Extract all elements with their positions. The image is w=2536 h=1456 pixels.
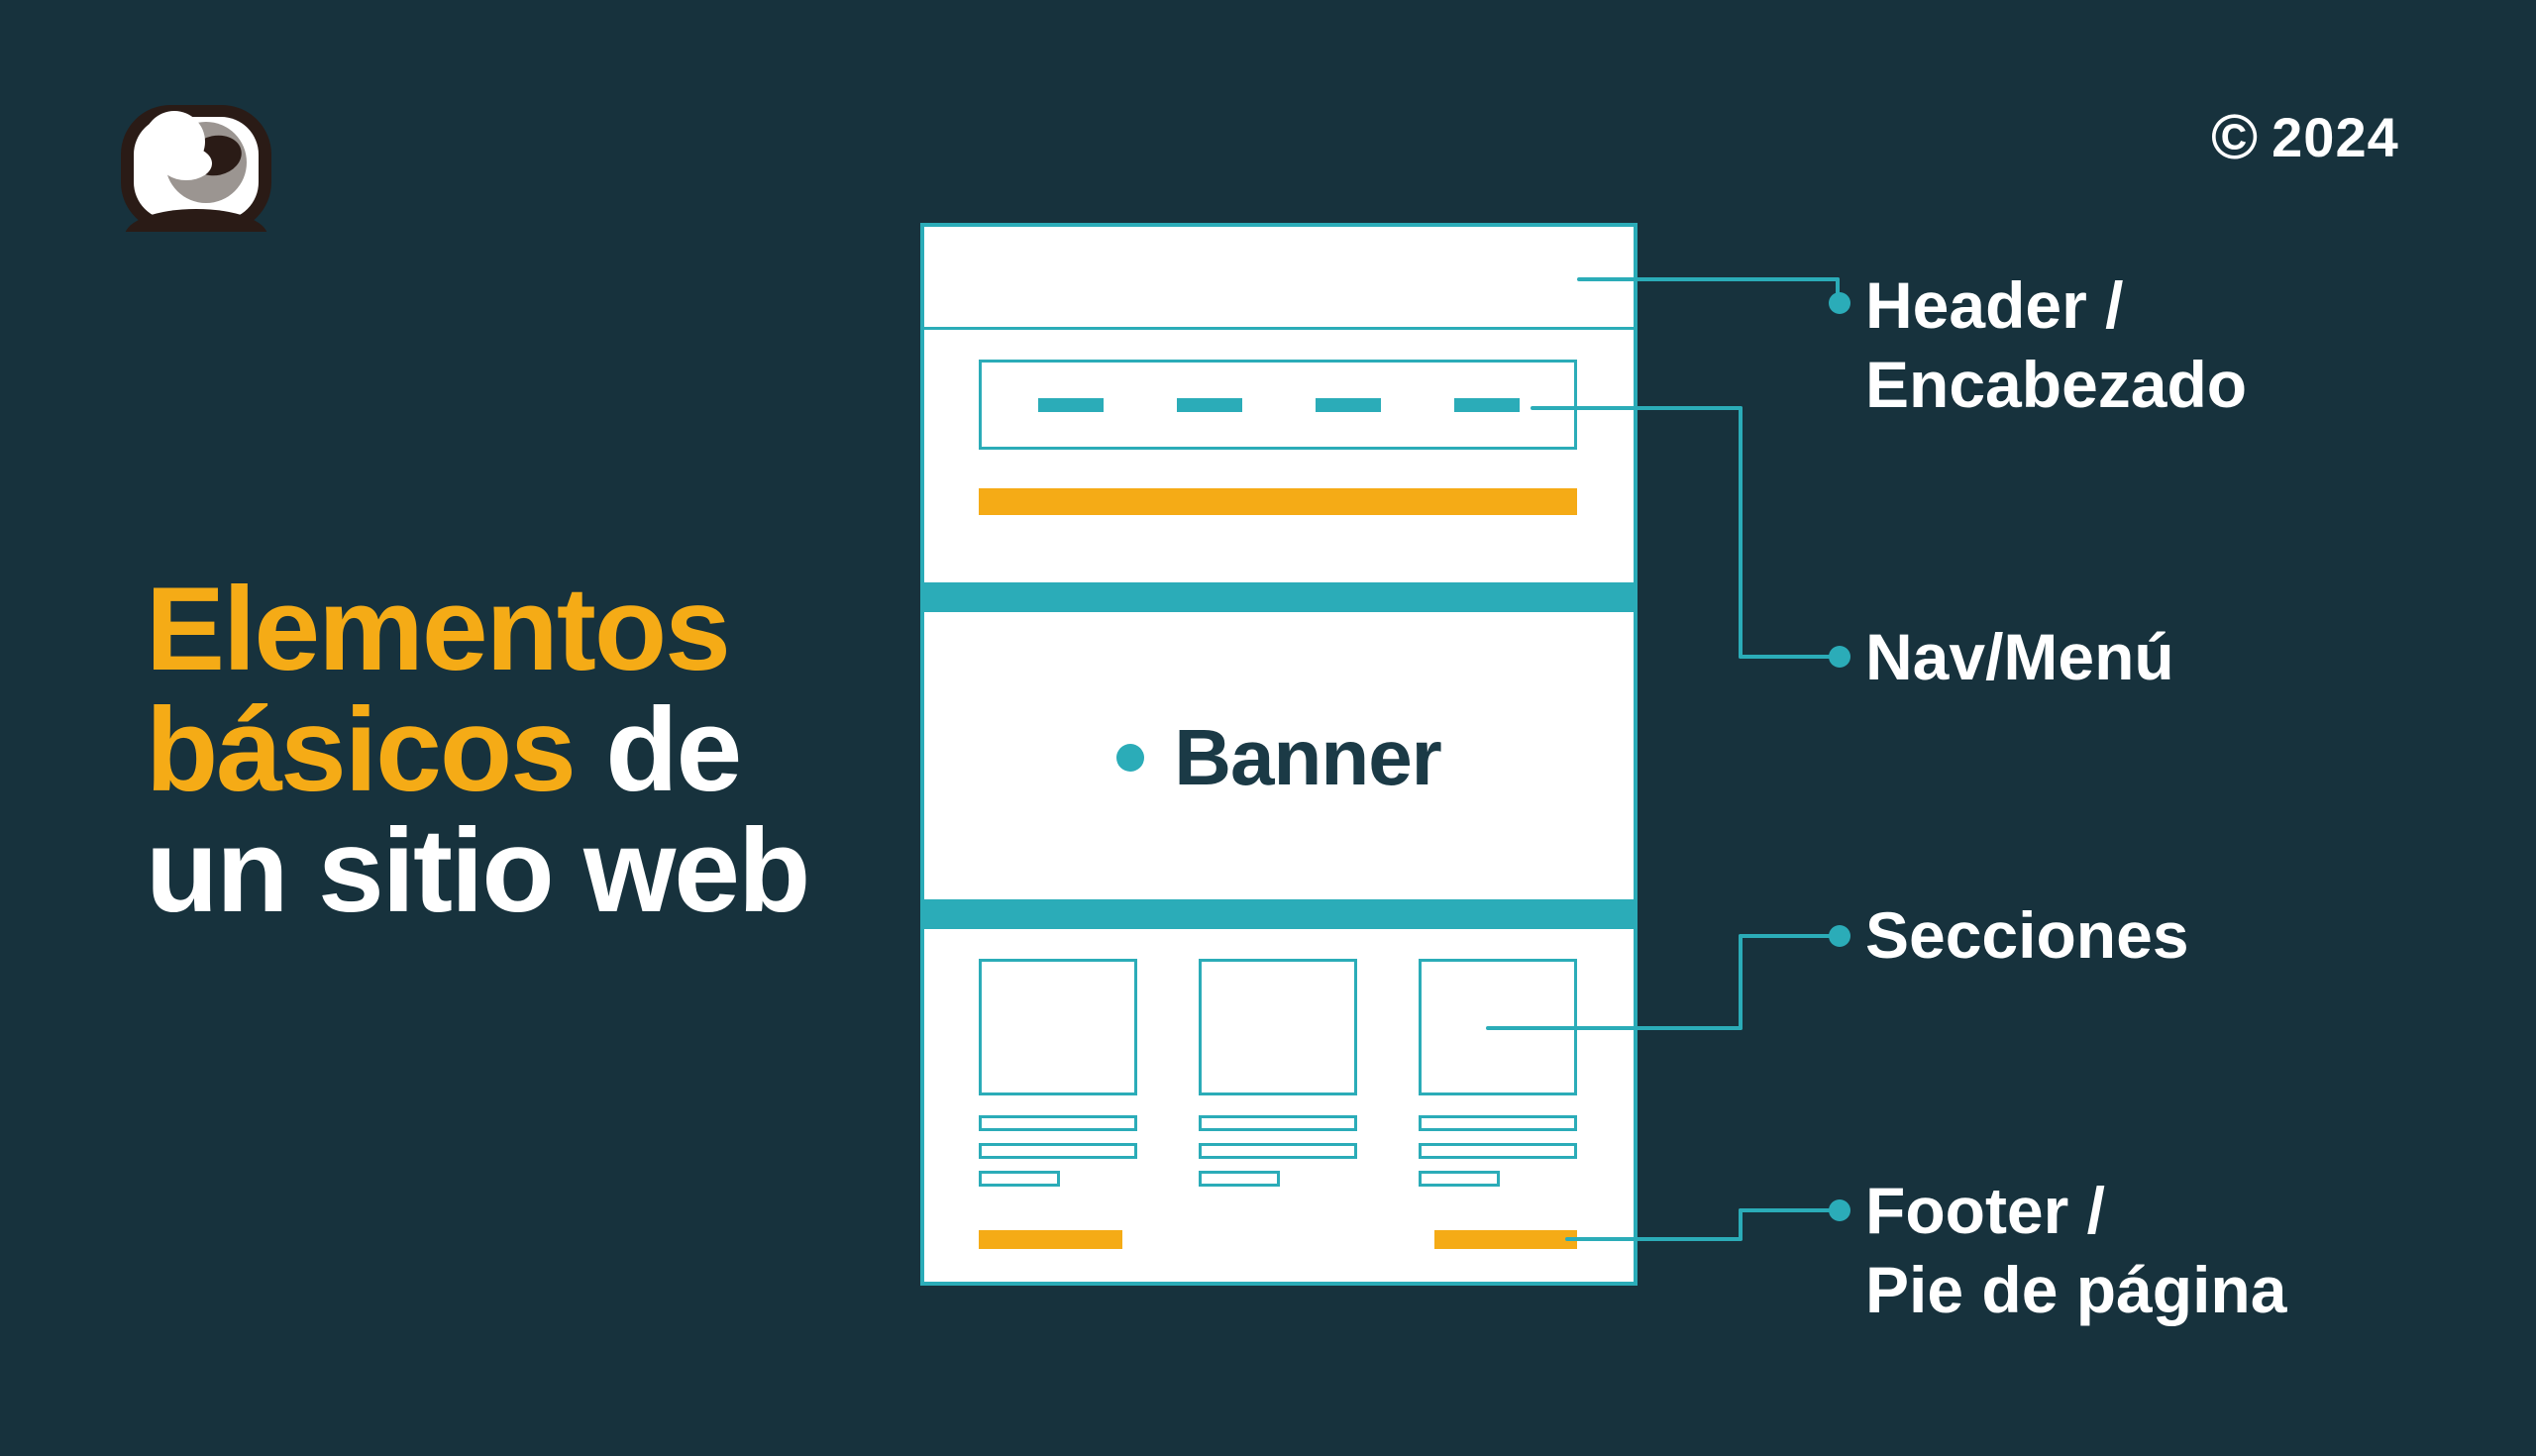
- wireframe-header-divider: [924, 327, 1634, 330]
- website-wireframe: Banner: [920, 223, 1638, 1286]
- title-line-2: básicos de: [146, 683, 742, 816]
- wireframe-text-line-placeholder: [979, 1115, 1137, 1131]
- page-title: Elementos básicos de un sitio web: [146, 563, 810, 937]
- nav-connector-line: [1739, 406, 1743, 659]
- wireframe-text-line-placeholder: [1199, 1143, 1357, 1159]
- annotation-nav-line-1: Nav/Menú: [1865, 620, 2174, 693]
- connector-dot: [1829, 292, 1850, 314]
- banner-label: Banner: [1174, 713, 1442, 801]
- wireframe-nav-bar: [979, 360, 1577, 450]
- wireframe-text-line-placeholder: [1419, 1115, 1577, 1131]
- nav-menu-item-placeholder: [1177, 398, 1242, 412]
- annotation-nav: Nav/Menú: [1865, 617, 2174, 696]
- wireframe-footer-button-placeholder: [1434, 1230, 1577, 1249]
- copyright-year: 2024: [2272, 105, 2399, 168]
- copyright: © 2024: [2211, 105, 2399, 168]
- wireframe-banner-area: Banner: [924, 704, 1634, 811]
- annotation-footer: Footer / Pie de página: [1865, 1171, 2286, 1329]
- title-line-1: Elementos: [146, 563, 731, 695]
- wireframe-section-image-placeholder: [1199, 959, 1357, 1095]
- wireframe-banner-top-band: [920, 582, 1638, 612]
- nav-menu-item-placeholder: [1038, 398, 1104, 412]
- wireframe-text-line-short-placeholder: [1199, 1171, 1280, 1187]
- footer-connector-line: [1565, 1237, 1743, 1241]
- bullet-dot-icon: [1116, 744, 1145, 772]
- annotation-header: Header / Encabezado: [1865, 265, 2247, 424]
- annotation-footer-line-2: Pie de página: [1865, 1253, 2287, 1326]
- wireframe-text-line-placeholder: [1419, 1143, 1577, 1159]
- wireframe-highlight-bar: [979, 488, 1577, 515]
- sections-connector-line: [1739, 934, 1743, 1030]
- title-line-3: un sitio web: [146, 804, 810, 937]
- wireframe-text-line-placeholder: [1199, 1115, 1357, 1131]
- wireframe-footer-button-placeholder: [979, 1230, 1122, 1249]
- nav-menu-item-placeholder: [1454, 398, 1520, 412]
- header-connector-line: [1577, 277, 1840, 281]
- sections-connector-line: [1739, 934, 1832, 938]
- wireframe-text-line-short-placeholder: [979, 1171, 1060, 1187]
- connector-dot: [1829, 1199, 1850, 1221]
- copyright-icon: ©: [2211, 101, 2259, 172]
- wireframe-text-line-placeholder: [979, 1143, 1137, 1159]
- footer-connector-line: [1739, 1208, 1743, 1241]
- connector-dot: [1829, 925, 1850, 947]
- annotation-header-line-2: Encabezado: [1865, 348, 2248, 421]
- eye-logo-icon: [121, 105, 271, 262]
- nav-menu-item-placeholder: [1316, 398, 1381, 412]
- annotation-header-line-1: Header /: [1865, 268, 2124, 342]
- nav-connector-line: [1739, 655, 1832, 659]
- sections-connector-line: [1486, 1026, 1743, 1030]
- annotation-footer-line-1: Footer /: [1865, 1174, 2105, 1247]
- header-connector-line: [1836, 277, 1840, 299]
- connector-dot: [1829, 646, 1850, 668]
- wireframe-text-line-short-placeholder: [1419, 1171, 1500, 1187]
- annotation-sections-line-1: Secciones: [1865, 898, 2189, 972]
- wireframe-banner-bottom-band: [920, 899, 1638, 929]
- wireframe-section-image-placeholder: [979, 959, 1137, 1095]
- nav-connector-line: [1531, 406, 1743, 410]
- footer-connector-line: [1739, 1208, 1832, 1212]
- annotation-sections: Secciones: [1865, 895, 2189, 975]
